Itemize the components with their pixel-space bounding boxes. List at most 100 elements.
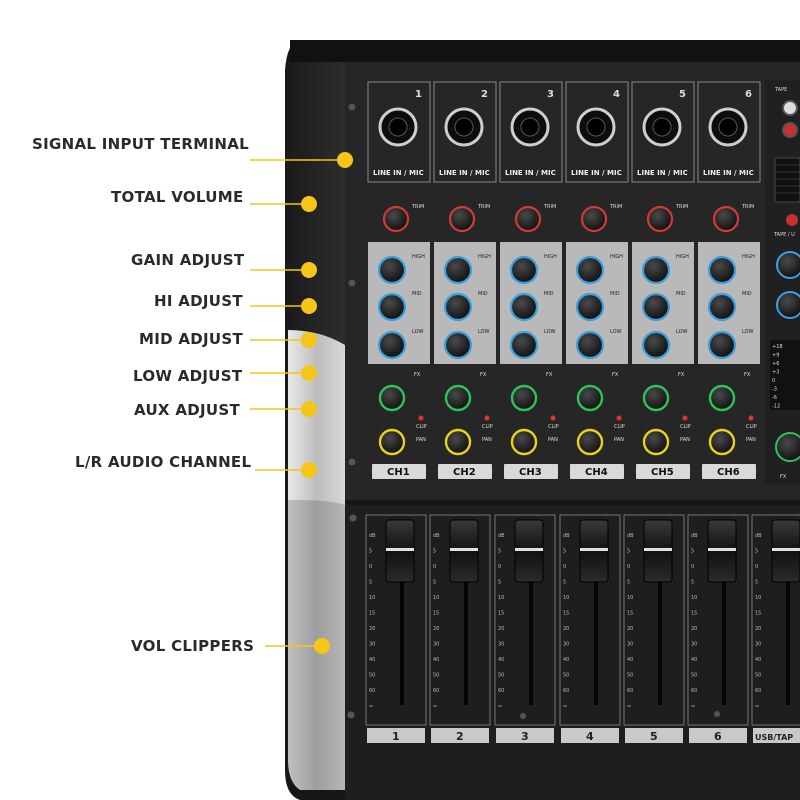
trim-label: TRIM [543,204,556,210]
eq-knob[interactable] [641,330,671,360]
fader-section: dB50510152030405060∞1dB50510152030405060… [365,514,800,743]
callout-dot [301,196,317,212]
fader-scale-label: 50 [498,673,504,679]
jack-label: LINE IN / MIC [373,169,424,177]
eq-knob[interactable] [509,255,539,285]
eq-knob[interactable] [641,292,671,322]
fader-frame [429,514,491,726]
callout-dot [337,152,353,168]
eq-knob[interactable] [707,292,737,322]
fx-preset-list [774,157,800,203]
eq-knob[interactable] [443,255,473,285]
clip-label: CLIP [746,424,757,430]
trim-knob[interactable] [382,205,410,233]
eq-knob[interactable] [575,292,605,322]
trim-knob[interactable] [514,205,542,233]
input-number: 1 [415,89,422,100]
trim-knob[interactable] [448,205,476,233]
tape-usb-button[interactable] [786,214,798,226]
fx-knob[interactable] [642,384,670,412]
fader-number-plate [625,728,683,743]
fader-scale-label: 60 [563,688,569,694]
callout-label: LOW ADJUST [133,367,243,385]
trim-knob[interactable] [712,205,740,233]
input-panel [499,81,563,183]
fx-master-knob[interactable] [775,432,800,462]
pan-knob[interactable] [642,428,670,456]
fx-knob[interactable] [378,384,406,412]
fader-scale-label: 0 [691,564,694,570]
fx-knob[interactable] [576,384,604,412]
eq-knob[interactable] [707,255,737,285]
eq-knob[interactable] [641,255,671,285]
eq-knob[interactable] [575,330,605,360]
fader-scale-label: 5 [433,549,436,555]
fader-scale-label: 40 [369,657,375,663]
fx-label: FX [744,372,751,378]
trim-knob[interactable] [580,205,608,233]
meter-scale-label: +18 [772,344,783,350]
fader-scale-label: 40 [627,657,633,663]
eq-label: MID [478,291,488,297]
fader-scale-label: 5 [563,580,566,586]
fader-number: 2 [456,730,464,743]
eq-knob[interactable] [707,330,737,360]
fader-scale-label: 10 [498,595,504,601]
eq-knob[interactable] [443,330,473,360]
fader-scale-label: 30 [627,642,633,648]
pan-knob[interactable] [576,428,604,456]
pan-knob[interactable] [378,428,406,456]
pan-knob[interactable] [708,428,736,456]
pan-knob[interactable] [444,428,472,456]
trim-knob[interactable] [646,205,674,233]
eq-label: MID [610,291,620,297]
fx-master-label: FX [780,474,787,480]
fader-scale-label: 40 [498,657,504,663]
fx-knob[interactable] [510,384,538,412]
fader-scale-label: 5 [369,549,372,555]
callout-mid-adjust: MID ADJUST [139,330,317,348]
combo-jack-center [586,117,606,137]
callout-dot [301,332,317,348]
fader-number: USB/TAP [755,733,793,742]
fx-label: FX [480,372,487,378]
fader-cap-line [515,548,543,551]
fader-scale-label: 0 [433,564,436,570]
eq-knob[interactable] [377,292,407,322]
callout-label: L/R AUDIO CHANNEL [75,453,251,471]
fx-knob[interactable] [444,384,472,412]
eq-knob[interactable] [377,255,407,285]
eq-knob[interactable] [509,330,539,360]
eq-knob[interactable] [509,292,539,322]
pan-knob[interactable] [510,428,538,456]
pan-label: PAN [548,437,558,443]
fader-scale-label: ∞ [627,704,631,710]
fader-number-plate [561,728,619,743]
fx-knob[interactable] [708,384,736,412]
trim-label: TRIM [609,204,622,210]
silver-trim [288,330,345,505]
fader-scale-label: 40 [755,657,761,663]
master-knob-2[interactable] [776,291,800,319]
fader-scale-label: 5 [563,549,566,555]
callout-dot [301,462,317,478]
eq-knob[interactable] [575,255,605,285]
fader-cap-line [580,548,608,551]
fader-cap-line [708,548,736,551]
pan-label: PAN [482,437,492,443]
fader-scale-label: 5 [755,580,758,586]
fx-label: FX [414,372,421,378]
eq-label: HIGH [478,254,491,260]
eq-label: LOW [742,329,754,335]
fader-number-plate [431,728,489,743]
channel-label: CH6 [717,467,740,478]
callout-label: VOL CLIPPERS [131,637,254,655]
eq-knob[interactable] [443,292,473,322]
channel-label-plate [570,464,624,479]
eq-knob[interactable] [377,330,407,360]
clip-led [550,415,556,421]
tape-usb-label: TAPE / U [773,232,795,238]
master-knob-1[interactable] [776,251,800,279]
